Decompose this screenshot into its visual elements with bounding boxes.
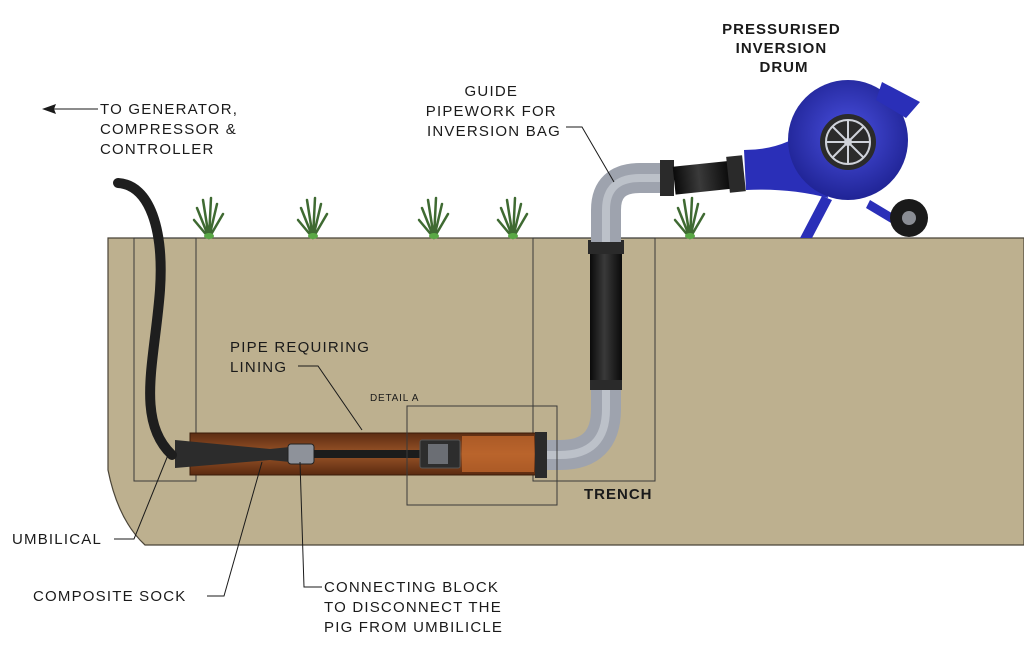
detail-a-box: [406, 405, 558, 506]
guide-pipework: [535, 155, 746, 478]
label-drum: PRESSURISED INVERSION DRUM: [722, 21, 846, 76]
label-trench: TRENCH: [584, 486, 653, 503]
leader-composite-sock: [207, 461, 263, 597]
label-pipe-requiring: PIPE REQUIRING LINING: [230, 339, 376, 376]
leader-connecting-block: [299, 461, 322, 588]
trench-left: [133, 237, 197, 482]
plants: [192, 196, 706, 240]
umbilical-hose: [113, 178, 177, 460]
inversion-pig: [175, 439, 461, 469]
arrowhead-left: [42, 104, 56, 114]
inversion-drum: [744, 80, 928, 238]
label-detail-a: DETAIL A: [370, 393, 419, 404]
ground: [107, 237, 1024, 546]
label-umbilical: UMBILICAL: [12, 531, 102, 548]
label-guide-pipework: GUIDE PIPEWORK FOR INVERSION BAG: [426, 83, 562, 140]
leader-guide-pipework: [566, 126, 615, 183]
leader-umbilical: [114, 454, 169, 540]
leader-pipe-requiring: [298, 365, 363, 431]
label-to-generator: TO GENERATOR, COMPRESSOR & CONTROLLER: [100, 101, 244, 158]
label-composite-sock: COMPOSITE SOCK: [33, 588, 187, 605]
label-connecting-block: CONNECTING BLOCK TO DISCONNECT THE PIG F…: [324, 579, 507, 636]
